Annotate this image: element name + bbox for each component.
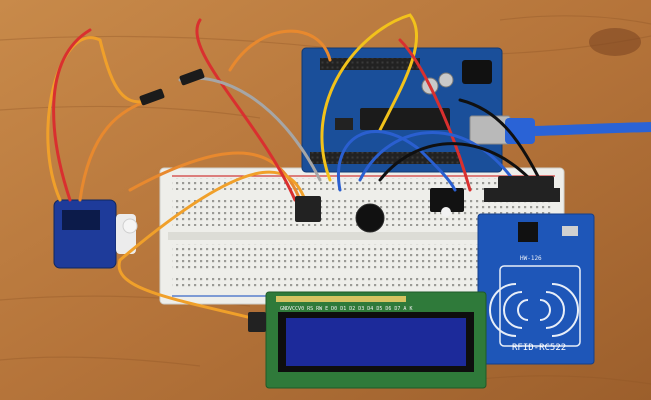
rfid-module-label: RFID-RC522 (512, 343, 566, 353)
sensor-module (430, 188, 464, 217)
wood-knot (589, 28, 641, 56)
arduino-board (301, 47, 511, 173)
lcd-module: GNDVCCV0 RS RW E D0 D1 D2 D3 D4 D5 D6 D7… (265, 291, 487, 389)
wire-connectors (139, 68, 554, 332)
rfid-module: HW-126 RFID-RC522 (477, 188, 595, 365)
lcd-screen (286, 318, 466, 366)
buzzer (355, 203, 385, 233)
servo-motor (53, 199, 138, 269)
rfid-small-label: HW-126 (520, 255, 542, 262)
lcd-pin-label: GNDVCCV0 RS RW E D0 D1 D2 D3 D4 D5 D6 D7… (280, 306, 412, 312)
